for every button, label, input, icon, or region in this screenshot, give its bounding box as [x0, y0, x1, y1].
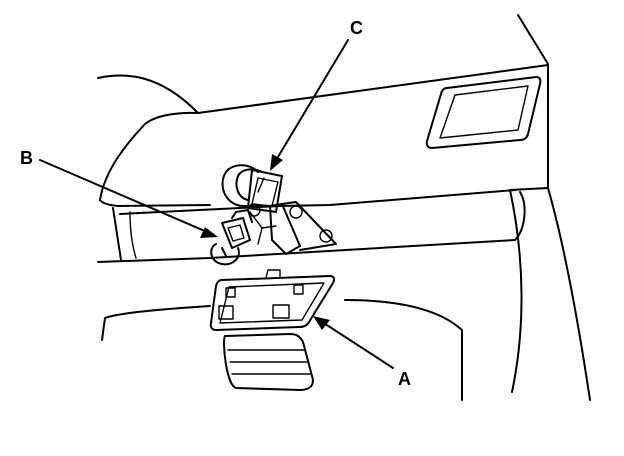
callout-label-b: B: [20, 148, 33, 168]
callout-label-a: A: [398, 369, 411, 389]
vent-opening: [425, 76, 542, 149]
dashboard-outline: [97, 14, 591, 401]
arrowhead-b: [200, 227, 218, 238]
mounting-bracket: [247, 201, 337, 255]
cover-plate-part-a: [209, 269, 335, 331]
arrowhead-a: [313, 316, 330, 330]
lower-trim-panel: [97, 189, 526, 263]
callout-label-c: C: [350, 18, 363, 38]
leader-line-a: [315, 317, 394, 369]
leader-line-b: [39, 159, 215, 236]
arrowhead-c: [270, 154, 283, 171]
connector-part-b: [210, 209, 253, 266]
leader-lines: [39, 39, 394, 369]
leader-line-c: [271, 39, 349, 168]
glove-box: [101, 299, 463, 401]
